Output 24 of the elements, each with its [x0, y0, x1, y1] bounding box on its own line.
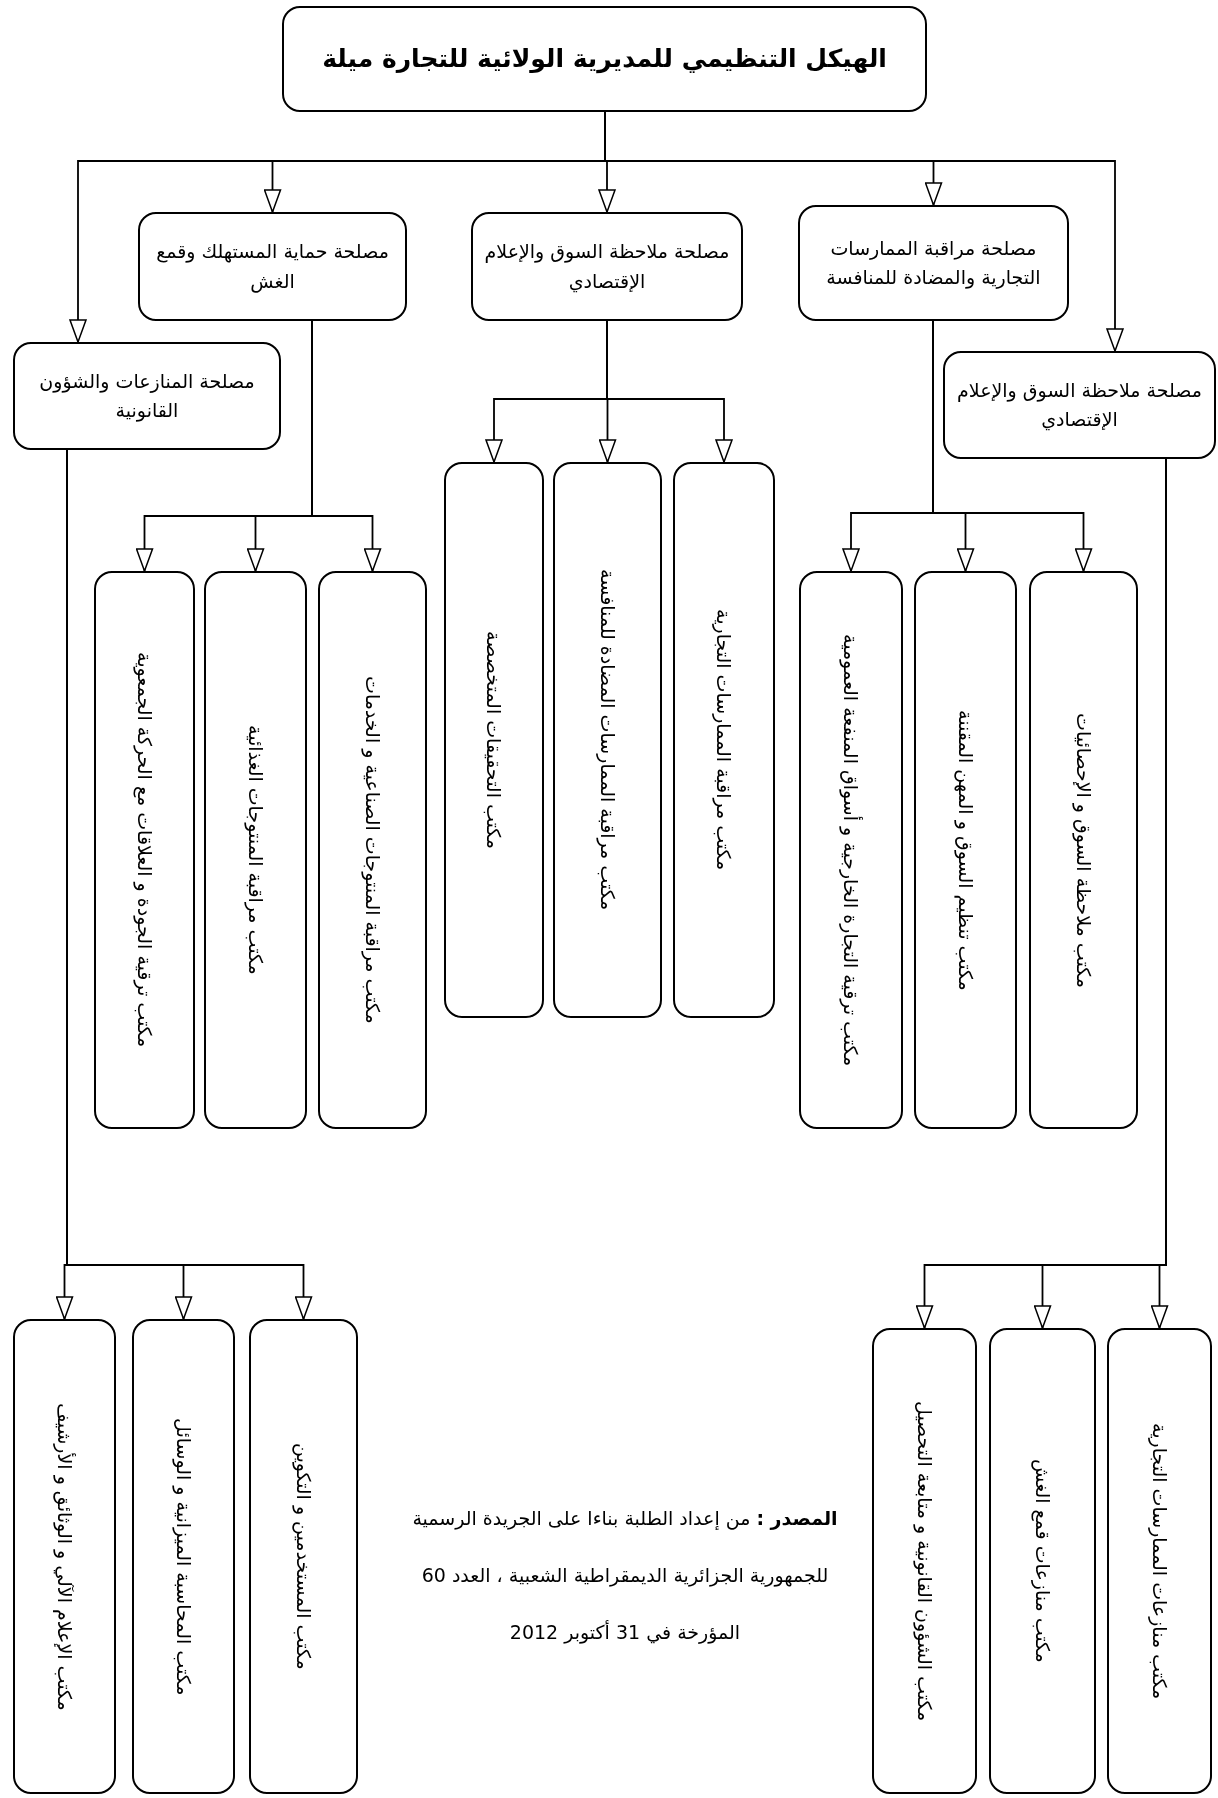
office-box: مكتب الشؤون القانونية و متابعة التحصيل — [872, 1328, 977, 1794]
arrow — [842, 320, 934, 572]
office-box: مكتب مراقبة المنتوجات الغذائية — [204, 571, 307, 1129]
source-note: المصدر : من إعداد الطلبة بناءا على الجريدة الرسمية للجمهورية الجزائرية الديمقراطية الشعبية ، العدد 60 المؤرخة في 31 أكتوبر 2012 — [411, 1506, 839, 1646]
service-box: مصلحة ملاحظة السوق والإعلام الإقتصادي — [943, 351, 1216, 459]
office-box: مكتب مراقبة المنتوجات الصناعية و الخدمات — [318, 571, 427, 1129]
service-box: مصلحة حماية المستهلك وقمع الغش — [138, 212, 407, 321]
office-box: مكتب الإعلام الآلي و الوثائق و الأرشيف — [13, 1319, 116, 1794]
office-box: مكتب المحاسبة الميزانية و الوسائل — [132, 1319, 235, 1794]
office-box: مكتب ترقية التجارة الخارجية و أسواق المنفعة العمومية — [799, 571, 903, 1129]
service-box: مصلحة ملاحظة السوق والإعلام الإقتصادي — [471, 212, 743, 321]
office-box: مكتب تنظيم السوق و المهن المقننة — [914, 571, 1017, 1129]
office-box: مكتب منازعات الممارسات التجارية — [1107, 1328, 1212, 1794]
office-box: مكتب مراقبة الممارسات المضادة للمنافسة — [553, 462, 662, 1018]
office-box: مكتب ملاحظة السوق و الإحصائيات — [1029, 571, 1138, 1129]
service-box: مصلحة مراقبة الممارسات التجارية والمضادة للمنافسة — [798, 205, 1069, 321]
office-box: مكتب مراقبة الممارسات التجارية — [673, 462, 775, 1018]
heading-box: الهيكل التنظيمي للمديرية الولائية للتجارة ميلة — [282, 6, 927, 112]
office-box: مكتب التحقيقات المتخصصة — [444, 462, 544, 1018]
service-box: مصلحة المنازعات والشؤون القانونية — [13, 342, 281, 450]
arrow — [485, 320, 608, 463]
office-box: مكتب المستخدمين و التكوين — [249, 1319, 358, 1794]
office-box: مكتب منازعات قمع الغش — [989, 1328, 1096, 1794]
office-box: مكتب ترقية الجودة و العلاقات مع الحركة الجمعوية — [94, 571, 195, 1129]
